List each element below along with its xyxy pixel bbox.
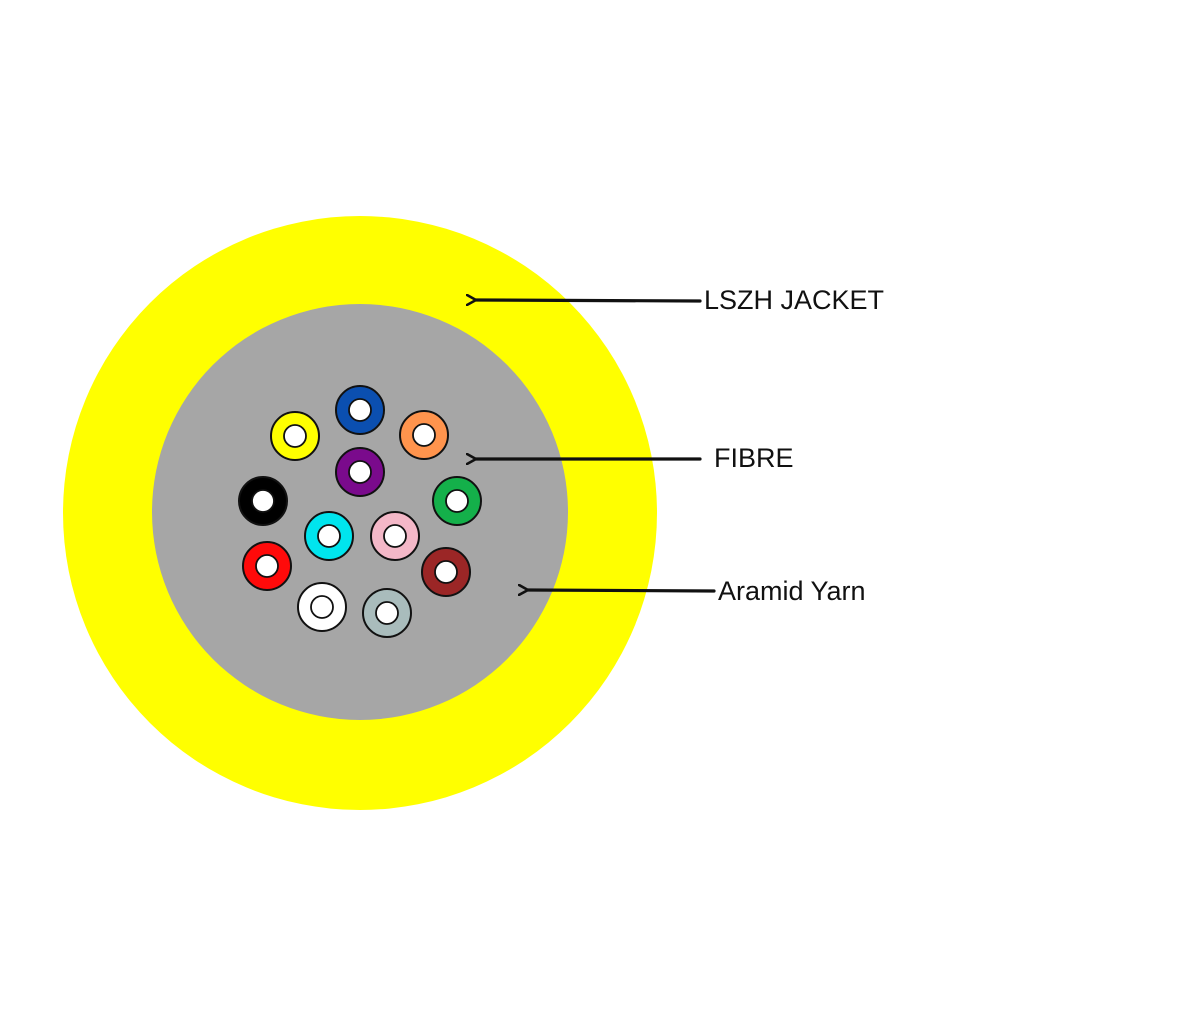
fibre-aqua [304, 511, 354, 561]
fibre-rose [370, 511, 420, 561]
fibre-yellow [270, 411, 320, 461]
fibre-brown [421, 547, 471, 597]
fibre-white-core [310, 595, 334, 619]
fibre-green-core [445, 489, 469, 513]
fibre-red-core [255, 554, 279, 578]
jacket-label: LSZH JACKET [704, 285, 884, 315]
fibre-slate-core [375, 601, 399, 625]
fibre-orange-core [412, 423, 436, 447]
fibre-label: FIBRE [714, 443, 794, 473]
fibre-green [432, 476, 482, 526]
aramid-yarn-layer [152, 304, 568, 720]
fibre-violet-core [348, 460, 372, 484]
fibre-black-core [251, 489, 275, 513]
fibre-red [242, 541, 292, 591]
fibre-blue [335, 385, 385, 435]
aramid-label: Aramid Yarn [718, 576, 866, 606]
fibre-bundle [238, 385, 482, 638]
fibre-aqua-core [317, 524, 341, 548]
fibre-yellow-core [283, 424, 307, 448]
jacket-arrow [476, 300, 702, 301]
fibre-blue-core [348, 398, 372, 422]
aramid-arrow [528, 590, 716, 591]
fibre-violet [335, 447, 385, 497]
fibre-slate [362, 588, 412, 638]
fibre-white [297, 582, 347, 632]
fibre-black [238, 476, 288, 526]
fibre-brown-core [434, 560, 458, 584]
fibre-orange [399, 410, 449, 460]
fibre-rose-core [383, 524, 407, 548]
